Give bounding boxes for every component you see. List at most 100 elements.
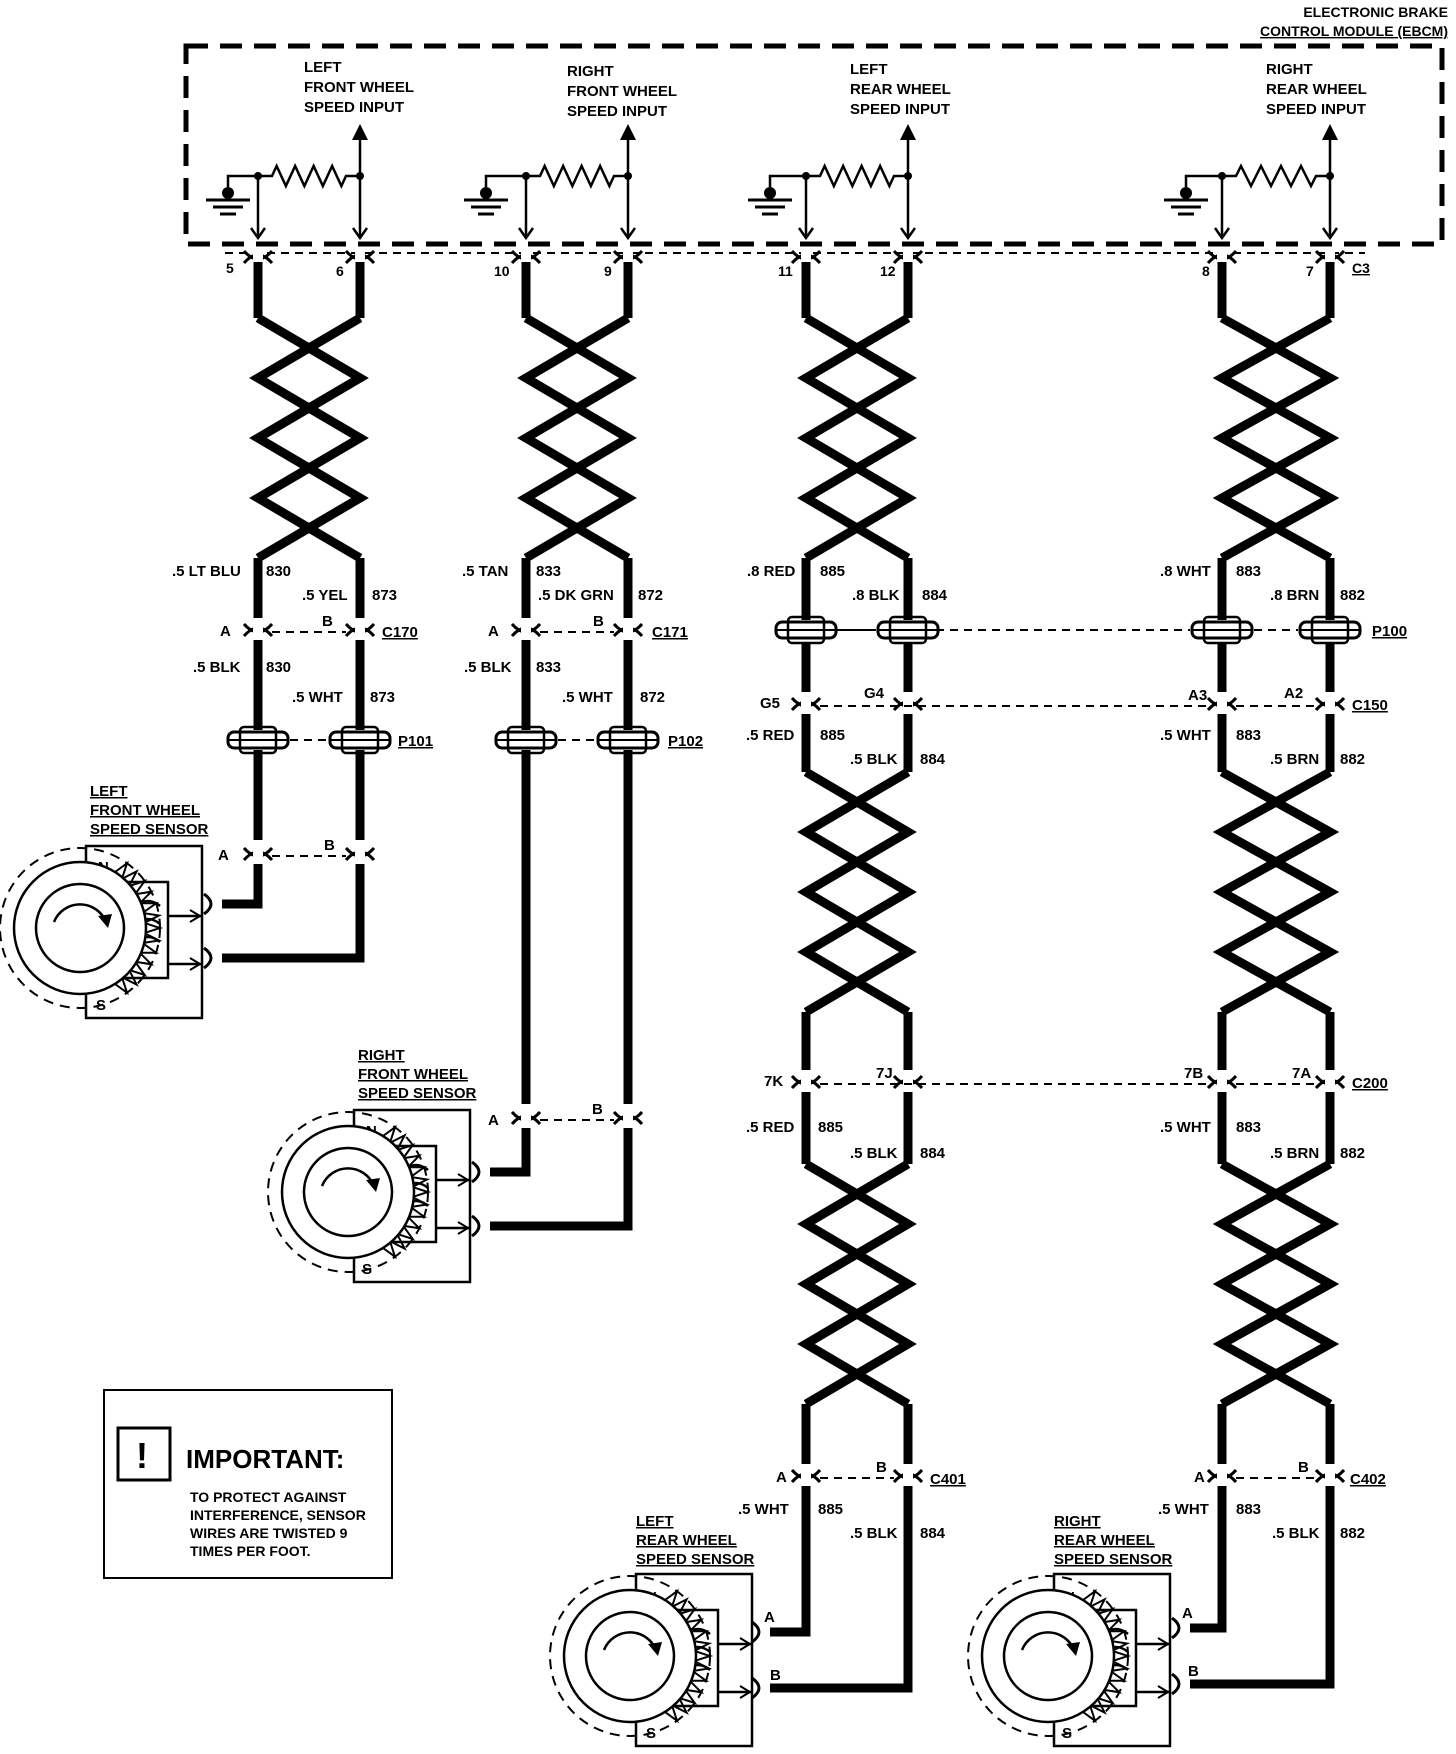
sensor-lf-pin-a: [203, 892, 213, 916]
c171-b-gap: [623, 622, 633, 638]
sensor-rr-pin-b: [1171, 1672, 1181, 1696]
c401-a-gap: [801, 1468, 811, 1484]
wire-rr3-circuit: 883: [1236, 727, 1261, 744]
sensor-rr-line2: REAR WHEEL: [1054, 1532, 1155, 1549]
input-rf-circuit-right-node: [624, 172, 632, 180]
ebcm-dashed-border: [183, 43, 1445, 247]
c170-label: C170: [382, 624, 418, 641]
c150-g4-gap: [903, 696, 913, 712]
c170-b-gap: [355, 622, 365, 638]
wire-rr6-circuit: 882: [1340, 1145, 1365, 1162]
wire-lr7-color: .5 WHT: [738, 1501, 789, 1518]
sensor-lf-pin-b: [203, 946, 213, 970]
wiring-geometry: [0, 124, 1362, 1748]
p100-label: P100: [1372, 623, 1407, 640]
input-rf-circuit-term-arrow-0: [517, 227, 535, 241]
input-rr-circuit-right-node: [1326, 172, 1334, 180]
c200-7a-gap: [1325, 1074, 1335, 1090]
wire-lr2-color: .8 BLK: [852, 587, 900, 604]
input-rr-line3: SPEED INPUT: [1266, 101, 1366, 118]
c171-label: C171: [652, 624, 688, 641]
input-lf-circuit-term-arrow-0: [249, 227, 267, 241]
input-lf-circuit-arrow-up: [352, 124, 368, 140]
c3-pin-rr-r-gap: [1325, 249, 1335, 265]
input-lr-circuit-ground-dot: [764, 187, 776, 199]
twist-rr-lower-b: [1212, 1160, 1340, 1408]
input-lf-line2: FRONT WHEEL: [304, 79, 414, 96]
wire-lf3-color: .5 BLK: [193, 659, 241, 676]
sensor-lr-wheel-inner: [584, 1610, 676, 1702]
c3-pin-lr-r-gap: [903, 249, 913, 265]
twist-rr-middle-b: [1212, 768, 1340, 1016]
pin-11: 11: [778, 263, 793, 279]
p101-label: P101: [398, 733, 433, 750]
term-rfs-a: A: [488, 1112, 499, 1129]
wire-lf4-color: .5 WHT: [292, 689, 343, 706]
wire-rr-to-sensor-a: [1190, 1486, 1227, 1633]
input-rf-line2: FRONT WHEEL: [567, 83, 677, 100]
input-rr-circuit-arrow-up: [1322, 124, 1338, 140]
sensor-rr-wheel-teeth: [1082, 1588, 1132, 1724]
important-heading: IMPORTANT:: [186, 1444, 344, 1474]
sensor-rf-line2: FRONT WHEEL: [358, 1066, 468, 1083]
wire-lr-to-sensor-b: [770, 1486, 913, 1693]
wire-lr-to-sensor-a: [770, 1486, 811, 1637]
wire-rr2-circuit: 882: [1340, 587, 1365, 604]
warning-icon-glyph: !: [136, 1435, 148, 1476]
sensor-lf-wheel-outer: [12, 860, 148, 996]
wire-rf-to-sensor-a: [490, 1128, 531, 1177]
input-lf-line1: LEFT: [304, 59, 342, 76]
twist-lr-upper-b: [797, 314, 917, 562]
sensor-rf-pin-a: [471, 1160, 481, 1184]
lfs-conn-b-gap: [355, 846, 365, 862]
wire-lr5-color: .5 RED: [746, 1119, 795, 1136]
sensor-rf-rotation-arrow: [366, 1178, 380, 1192]
important-line3: WIRES ARE TWISTED 9: [190, 1525, 348, 1541]
wire-rf2-color: .5 DK GRN: [538, 587, 614, 604]
c150-a3-gap: [1217, 696, 1227, 712]
twist-lr-middle-a: [797, 768, 917, 1016]
pin-6: 6: [336, 263, 344, 279]
pin-12: 12: [880, 263, 896, 279]
c3-pin-rr-l-gap: [1217, 249, 1227, 265]
wire-rf3-circuit: 833: [536, 659, 561, 676]
c150-a2-gap: [1325, 696, 1335, 712]
twist-rr-middle-a: [1212, 768, 1340, 1016]
sensor-lr-pin-b: [751, 1676, 761, 1700]
sensor-rr-line1: RIGHT: [1054, 1513, 1101, 1530]
ebcm-module: ELECTRONIC BRAKE CONTROL MODULE (EBCM): [183, 4, 1448, 247]
important-note-frame: [103, 1389, 393, 1579]
input-rr-line2: REAR WHEEL: [1266, 81, 1367, 98]
sensor-rf-line3: SPEED SENSOR: [358, 1085, 477, 1102]
important-line4: TIMES PER FOOT.: [190, 1543, 311, 1559]
sensor-rf-line1: RIGHT: [358, 1047, 405, 1064]
important-note: ! IMPORTANT: TO PROTECT AGAINST INTERFER…: [103, 1389, 393, 1579]
wire-rf-to-sensor-b: [490, 1128, 633, 1231]
wire-rr3-color: .5 WHT: [1160, 727, 1211, 744]
rfs-conn-a-gap: [521, 1110, 531, 1126]
important-line1: TO PROTECT AGAINST: [190, 1489, 347, 1505]
c402-label: C402: [1350, 1471, 1386, 1488]
c3-pin-rf-l-gap: [521, 249, 531, 265]
c150-g5-gap: [801, 696, 811, 712]
input-lf-circuit-resistor: [258, 163, 360, 189]
wire-lf2-circuit: 873: [372, 587, 397, 604]
term-c171-b: B: [593, 613, 604, 630]
term-lrs-b: B: [770, 1667, 781, 1684]
wire-rr5-circuit: 883: [1236, 1119, 1261, 1136]
input-lf-circuit-right-node: [356, 172, 364, 180]
input-rf-line1: RIGHT: [567, 63, 614, 80]
pin-10: 10: [494, 263, 510, 279]
p102-label: P102: [668, 733, 703, 750]
input-lr-line3: SPEED INPUT: [850, 101, 950, 118]
input-rr-circuit-term-arrow-0: [1213, 227, 1231, 241]
input-lr-line1: LEFT: [850, 61, 888, 78]
twist-lr-middle-b: [797, 768, 917, 1016]
sensor-lr-line2: REAR WHEEL: [636, 1532, 737, 1549]
sensor-lf-rotation-arc: [52, 903, 108, 923]
wire-rf4-circuit: 872: [640, 689, 665, 706]
input-rf-circuit-arrow-up: [620, 124, 636, 140]
input-rr-circuit-ground-lead: [1184, 174, 1222, 187]
sensor-lf-arrow-a: [189, 909, 202, 923]
sensor-lr-line1: LEFT: [636, 1513, 674, 1530]
